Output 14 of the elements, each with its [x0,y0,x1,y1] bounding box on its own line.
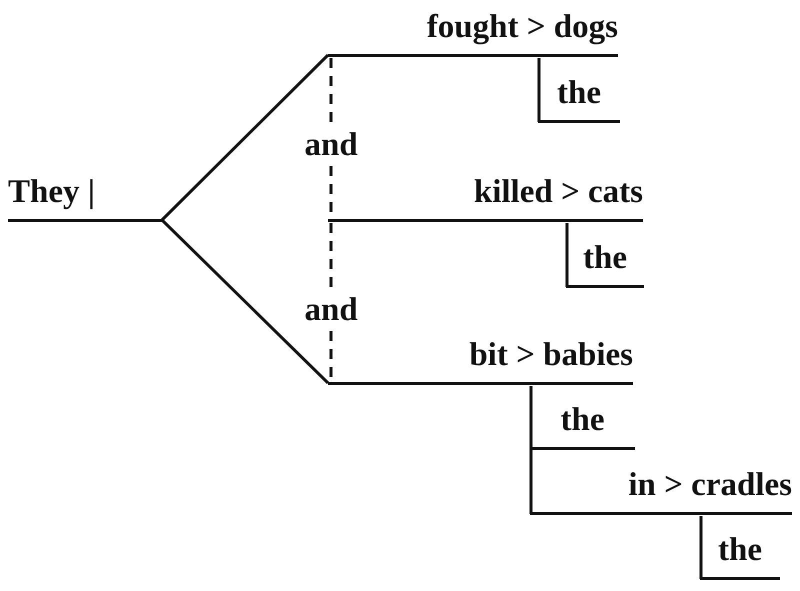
predicate-text: fought > dogs [426,11,618,47]
predicate-text: killed > cats [474,176,643,212]
connector-line [566,223,568,287]
predicate-text: bit > babies [469,339,633,375]
connector-line [538,58,540,122]
connector-line [160,54,330,222]
modifier-text: the [560,404,604,440]
connector-line [160,218,330,384]
modifier-text: the [557,77,601,113]
modifier-text: the [718,534,762,570]
phrase-text: in > cradles [628,469,792,505]
subject-text: They | [8,176,96,212]
modifier-text: the [583,242,627,278]
connector-line [700,516,702,579]
